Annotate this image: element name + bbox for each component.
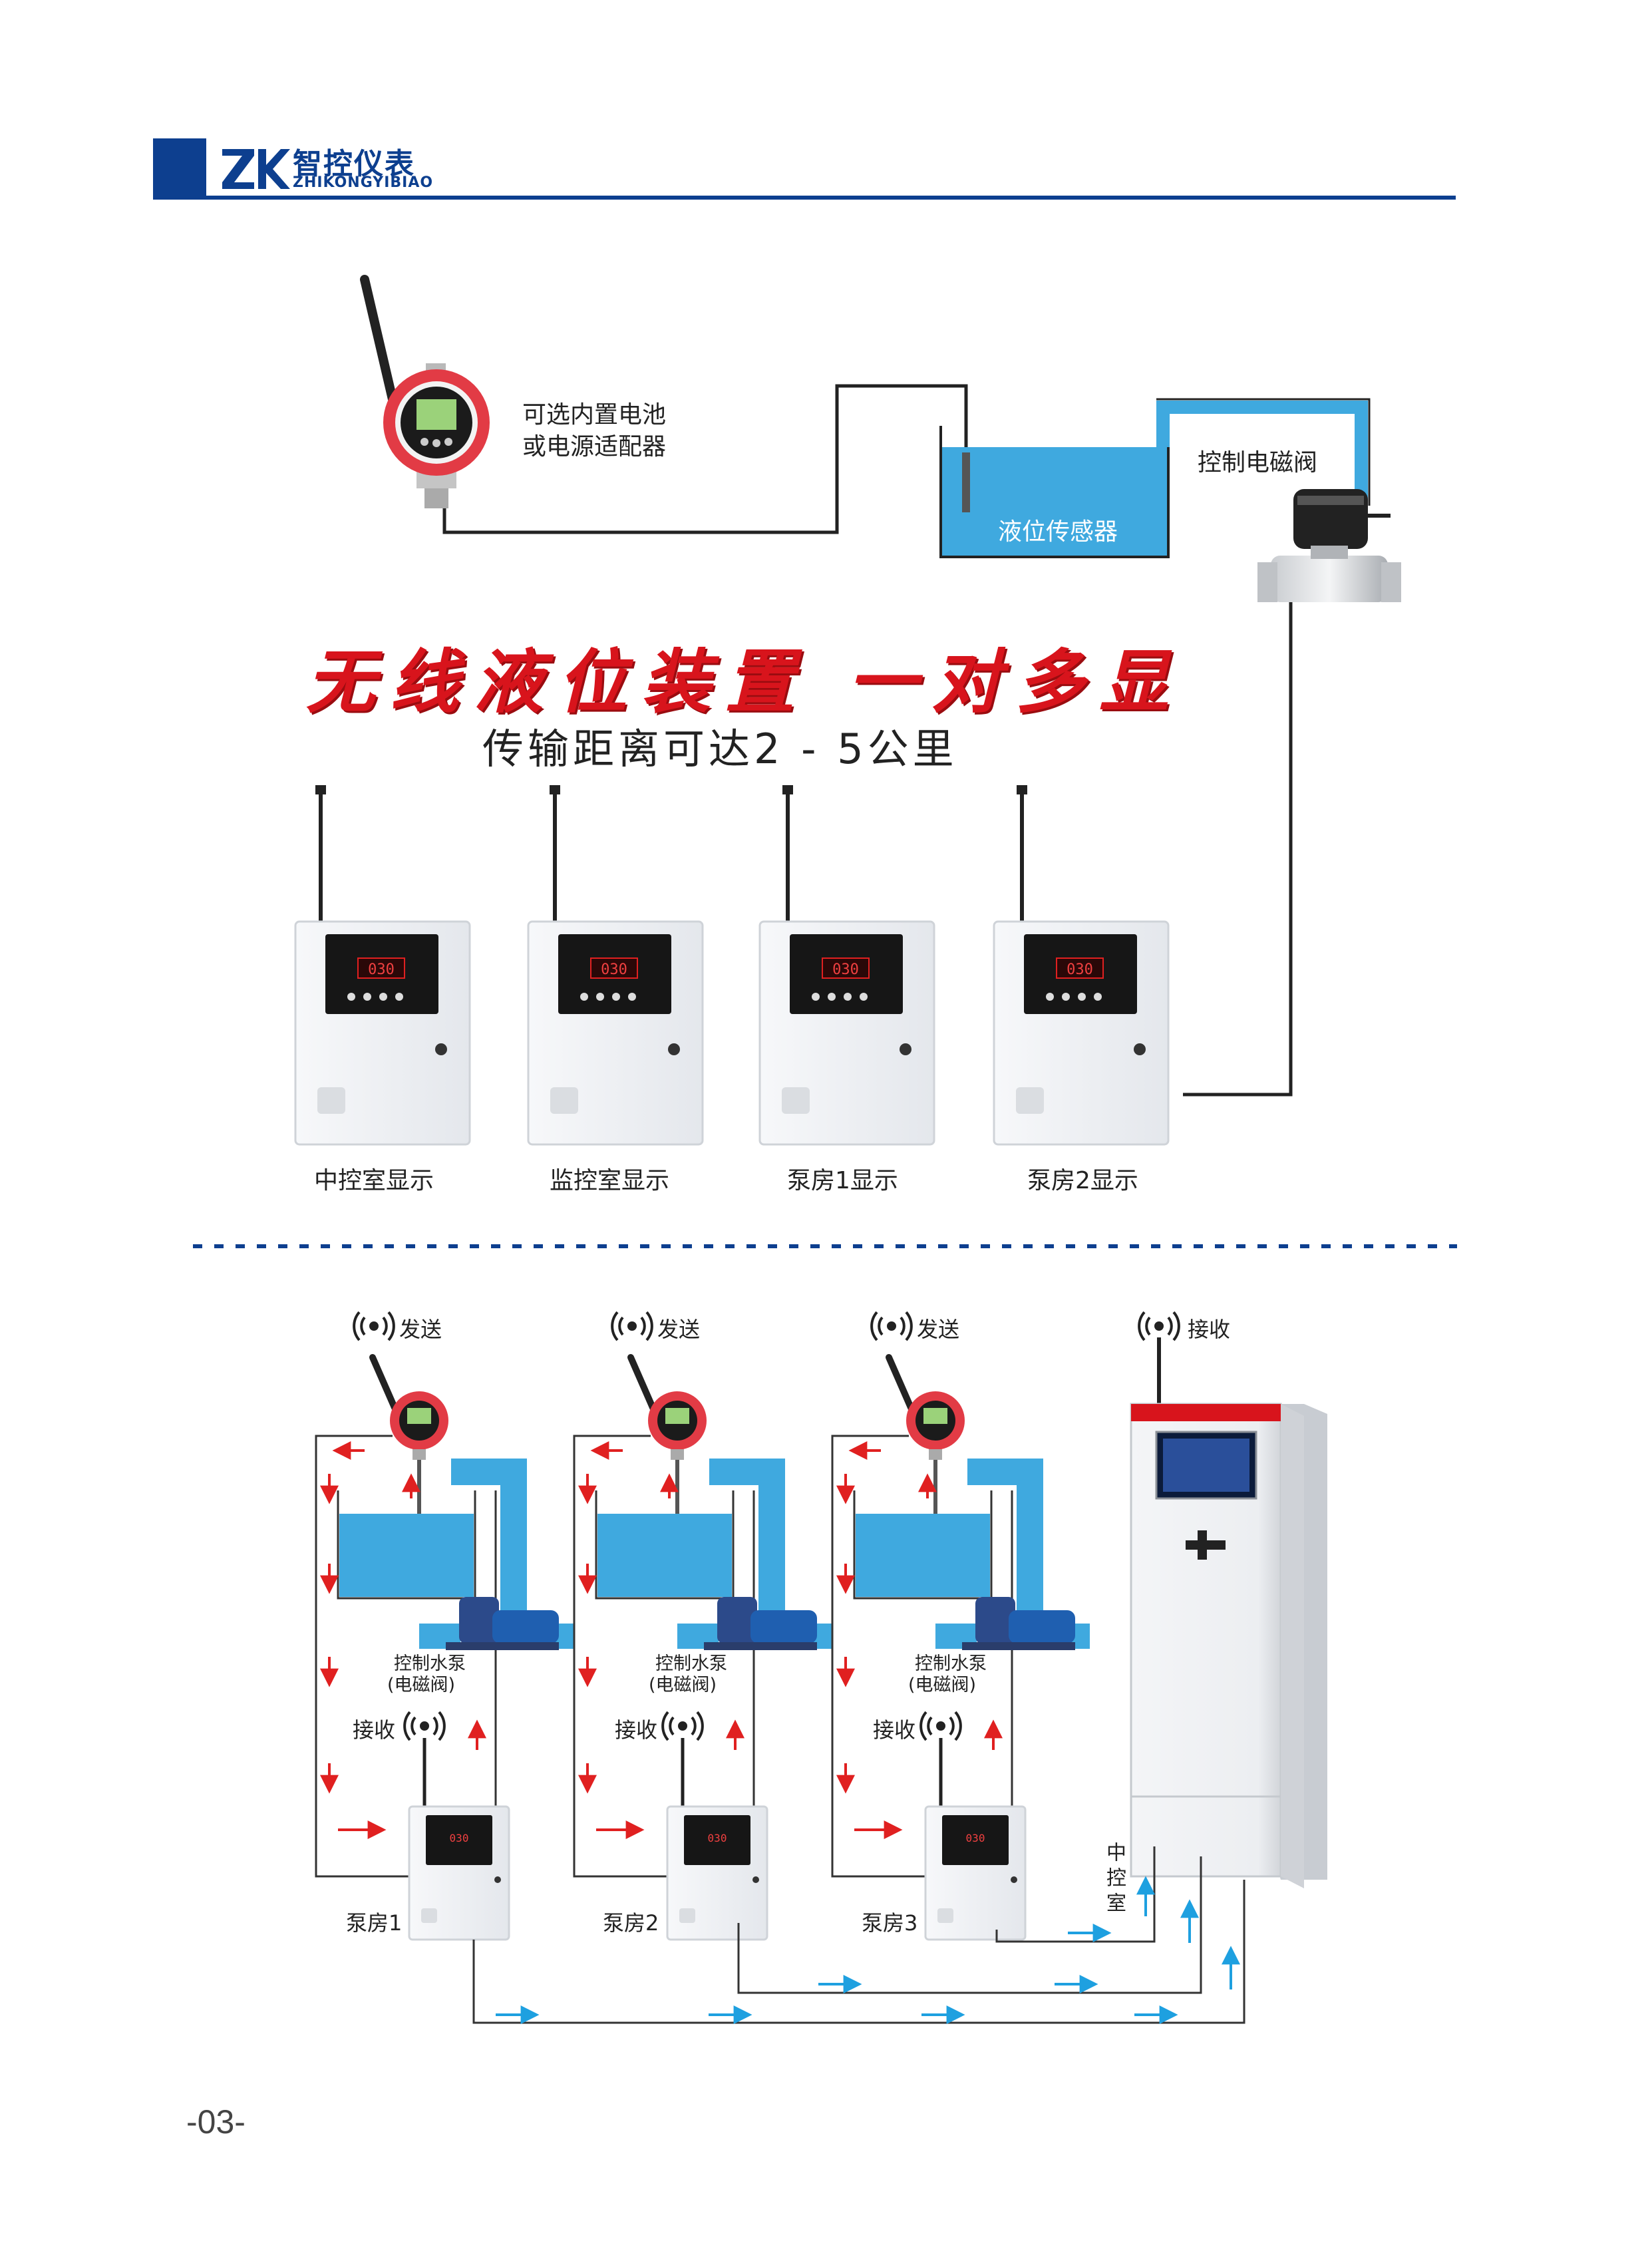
wireless-transmitter-icon xyxy=(383,363,490,508)
wifi-receive-1-icon xyxy=(403,1711,446,1741)
display-label-3: 泵房1显示 xyxy=(787,1167,898,1194)
receive-label-2: 接收 xyxy=(615,1717,658,1743)
wifi-receive-cabinet-icon xyxy=(1138,1311,1180,1341)
wifi-send-3-icon xyxy=(870,1311,913,1341)
transmitter-note-line1: 可选内置电池 xyxy=(522,401,667,429)
logo-block xyxy=(153,138,206,198)
brand-name-en: ZHIKONGYIBIAO xyxy=(293,174,434,191)
send-label-3: 发送 xyxy=(917,1317,960,1342)
inlet-pipe xyxy=(1156,398,1371,509)
svg-text:030: 030 xyxy=(368,961,395,978)
receive-label-3: 接收 xyxy=(873,1717,916,1743)
pump-label-2-line1: 控制水泵 xyxy=(655,1653,727,1674)
display-unit-1-icon: 030 xyxy=(294,785,471,1146)
receive-label-1: 接收 xyxy=(353,1717,396,1743)
pump-label-1-line2: (电磁阀) xyxy=(387,1675,456,1695)
pump-label-2-line2: (电磁阀) xyxy=(649,1675,717,1695)
display-label-2: 监控室显示 xyxy=(550,1167,670,1194)
wifi-send-2-icon xyxy=(611,1311,653,1341)
blue-flow-arrows xyxy=(496,1876,1240,2024)
svg-text:030: 030 xyxy=(601,961,627,978)
svg-text:030: 030 xyxy=(966,1832,985,1844)
svg-text:030: 030 xyxy=(450,1832,469,1844)
send-label-2: 发送 xyxy=(657,1317,701,1342)
display-unit-3-icon: 030 xyxy=(758,785,935,1146)
transmitter-note-line2: 或电源适配器 xyxy=(522,433,667,460)
send-label-1: 发送 xyxy=(399,1317,442,1342)
display-label-4: 泵房2显示 xyxy=(1027,1167,1138,1194)
valve-label: 控制电磁阀 xyxy=(1198,449,1318,476)
room-label-1: 泵房1 xyxy=(346,1910,403,1936)
brand-logo-icon xyxy=(222,149,290,189)
display-unit-2-icon: 030 xyxy=(527,785,704,1146)
station-2-graphics: 030 xyxy=(573,1354,832,1941)
room-label-3: 泵房3 xyxy=(862,1910,918,1936)
page-number: -03- xyxy=(186,2103,246,2141)
water-tank-icon xyxy=(939,426,1170,558)
display-label-1: 中控室显示 xyxy=(314,1167,434,1194)
headline: 无线液位装置 一对多显 xyxy=(306,641,1184,723)
station-1-graphics: 030 xyxy=(315,1354,574,1941)
room-label-2: 泵房2 xyxy=(603,1910,659,1936)
wifi-send-1-icon xyxy=(353,1311,395,1341)
svg-text:030: 030 xyxy=(708,1832,727,1844)
pump-label-3-line2: (电磁阀) xyxy=(908,1675,977,1695)
pump-label-1-line1: 控制水泵 xyxy=(394,1653,466,1674)
wifi-receive-2-icon xyxy=(661,1711,704,1741)
header-rule xyxy=(153,196,1456,200)
sensor-label: 液位传感器 xyxy=(998,518,1118,546)
solenoid-valve-icon xyxy=(1257,489,1401,602)
cabinet-receive-label: 接收 xyxy=(1188,1317,1231,1342)
antenna-icon xyxy=(360,275,397,404)
wifi-receive-3-icon xyxy=(919,1711,962,1741)
brand-name-cn: 智控仪表 xyxy=(293,147,415,181)
display-unit-4-icon: 030 xyxy=(993,785,1170,1146)
svg-text:030: 030 xyxy=(1067,961,1093,978)
cabinet-room-label: 中控室 xyxy=(1102,1842,1126,1918)
subheadline: 传输距离可达2 - 5公里 xyxy=(482,725,958,773)
svg-text:030: 030 xyxy=(832,961,859,978)
pump-label-3-line1: 控制水泵 xyxy=(915,1653,987,1674)
station-3-graphics: 030 xyxy=(831,1354,1090,1941)
control-cabinet-icon xyxy=(1130,1337,1327,1888)
